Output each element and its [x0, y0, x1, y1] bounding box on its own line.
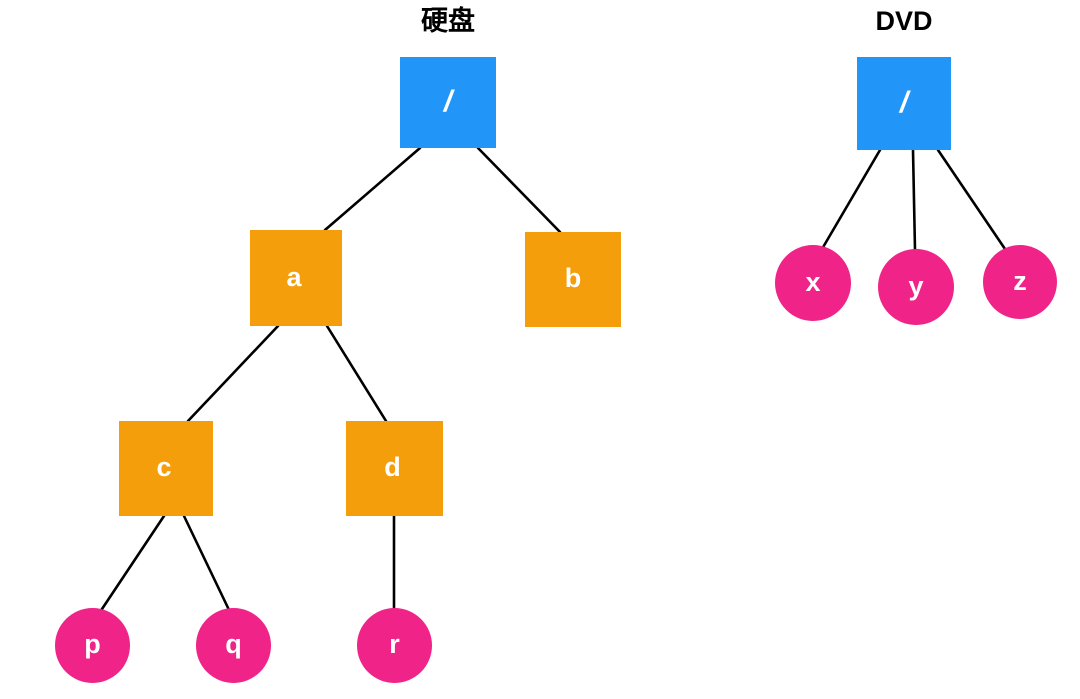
node-hd-p[interactable]: p — [55, 608, 130, 683]
node-hd-d[interactable]: d — [346, 421, 443, 516]
edge-hd-c-to-hd-p — [98, 514, 166, 614]
node-hd-a[interactable]: a — [250, 230, 342, 326]
node-dvd-x[interactable]: x — [775, 245, 851, 321]
node-hd-b[interactable]: b — [525, 232, 621, 327]
node-label-hd-b: b — [564, 263, 582, 293]
node-hd-c[interactable]: c — [119, 421, 213, 516]
node-label-dvd-x: x — [805, 266, 821, 297]
node-dvd-z[interactable]: z — [983, 245, 1057, 319]
node-label-hd-q: q — [225, 629, 242, 659]
edge-dvd-root-to-dvd-z — [936, 148, 1007, 251]
edge-dvd-root-to-dvd-x — [820, 148, 882, 251]
tree-title-harddisk: 硬盘 — [421, 6, 475, 36]
node-label-dvd-z: z — [1013, 265, 1027, 296]
edge-dvd-root-to-dvd-y — [911, 148, 917, 252]
edge-hd-a-to-hd-d — [325, 324, 388, 423]
node-label-hd-p: p — [84, 629, 101, 659]
node-label-hd-d: d — [384, 452, 401, 482]
node-label-dvd-root: / — [899, 85, 909, 119]
node-dvd-root[interactable]: / — [857, 57, 951, 150]
node-dvd-y[interactable]: y — [878, 249, 954, 325]
edge-hd-root-to-hd-b — [476, 146, 562, 234]
node-label-hd-root: / — [443, 84, 453, 118]
node-label-hd-r: r — [389, 629, 400, 659]
node-hd-r[interactable]: r — [357, 608, 432, 683]
node-label-dvd-y: y — [908, 270, 924, 301]
edge-hd-a-to-hd-c — [186, 324, 280, 423]
tree-title-dvd: DVD — [875, 6, 933, 36]
edge-hd-root-to-hd-a — [323, 146, 422, 232]
node-hd-q[interactable]: q — [196, 608, 271, 683]
node-hd-root[interactable]: / — [400, 57, 496, 148]
node-label-hd-c: c — [156, 452, 172, 482]
edge-hd-c-to-hd-q — [182, 514, 232, 614]
node-label-hd-a: a — [286, 261, 302, 292]
